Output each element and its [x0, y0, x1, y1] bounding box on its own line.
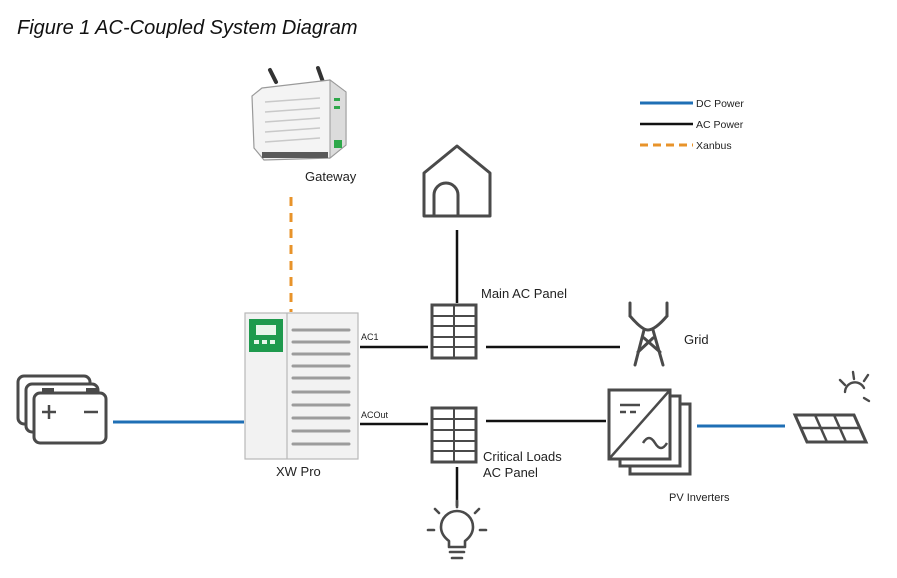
battery-bank-icon	[16, 374, 108, 445]
main-ac-panel-label: Main AC Panel	[481, 286, 567, 301]
light-bulb-icon	[426, 499, 488, 560]
xw-pro-inverter	[244, 312, 359, 460]
critical-loads-panel-icon	[430, 406, 478, 464]
ac1-port-label: AC1	[361, 332, 379, 342]
critical-loads-label-line2: AC Panel	[483, 465, 538, 480]
transmission-tower-icon	[628, 301, 669, 367]
solar-panel-icon	[792, 413, 869, 444]
pv-inverters-label: PV Inverters	[669, 492, 730, 504]
critical-loads-label-line1: Critical Loads	[483, 449, 562, 464]
grid-label: Grid	[684, 332, 709, 347]
xw-pro-label: XW Pro	[276, 464, 321, 479]
house-icon	[422, 144, 492, 218]
figure-title: Figure 1 AC-Coupled System Diagram	[17, 17, 358, 39]
main-ac-panel-icon	[430, 303, 478, 360]
xw-display-panel-icon	[249, 319, 283, 352]
gateway-device	[251, 66, 347, 161]
gateway-label: Gateway	[305, 169, 357, 184]
pv-inverter-icon	[607, 388, 692, 476]
acout-port-label: ACOut	[361, 410, 389, 420]
legend-dc-label: DC Power	[696, 98, 744, 110]
legend-ac-label: AC Power	[696, 119, 744, 131]
legend: DC Power AC Power Xanbus	[640, 98, 744, 152]
legend-xanbus-label: Xanbus	[696, 140, 732, 152]
sun-icon	[838, 370, 871, 403]
